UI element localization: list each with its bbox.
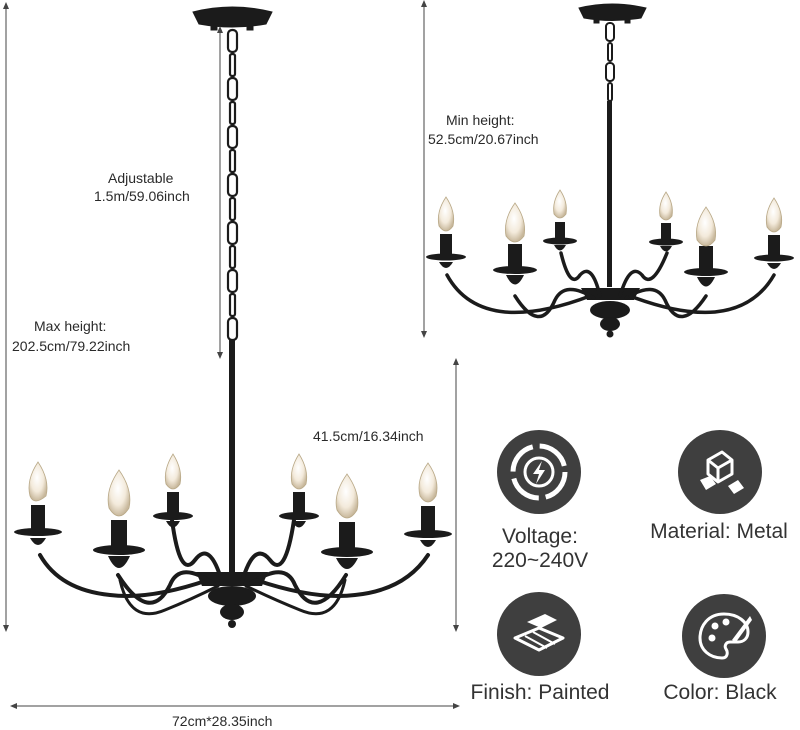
voltage-spec-line1: Voltage: xyxy=(502,525,578,548)
dimension-lines xyxy=(3,0,460,709)
max-height-value: 202.5cm/79.22inch xyxy=(12,338,131,354)
palette-icon xyxy=(682,594,766,678)
lightning-icon xyxy=(497,430,581,514)
small-chandelier xyxy=(426,3,794,338)
min-height-label: Min height: xyxy=(446,112,515,128)
small-chandelier-bulbs xyxy=(437,189,783,247)
max-height-label: Max height: xyxy=(34,318,107,334)
voltage-spec-line2: 220~240V xyxy=(491,549,589,572)
adjustable-value: 1.5m/59.06inch xyxy=(94,188,190,204)
width-value: 72cm*28.35inch xyxy=(172,713,273,729)
finish-spec: Finish: Painted xyxy=(470,681,610,704)
large-chandelier xyxy=(14,6,452,628)
metal-ingots-icon xyxy=(678,430,762,514)
min-height-value: 52.5cm/20.67inch xyxy=(428,131,539,147)
chain xyxy=(226,28,239,342)
color-spec: Color: Black xyxy=(663,681,777,704)
material-spec: Material: Metal xyxy=(650,520,788,543)
large-chandelier-bulbs xyxy=(28,453,438,519)
painted-surface-icon xyxy=(497,592,581,676)
adjustable-label: Adjustable xyxy=(108,170,174,186)
body-height-value: 41.5cm/16.34inch xyxy=(313,428,424,444)
